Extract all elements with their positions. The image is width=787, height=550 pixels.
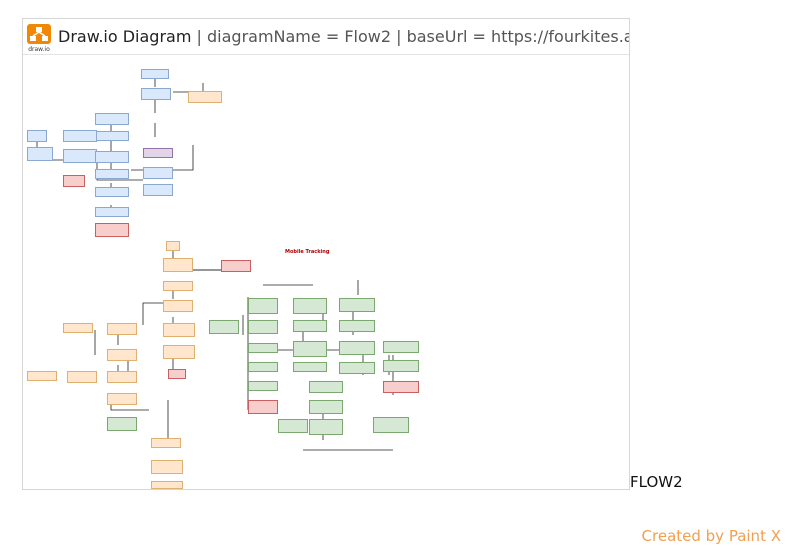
node-g-15 [248,381,278,391]
node-stop-1 [63,175,85,187]
node-mid-1 [95,151,129,163]
node-o-1 [163,258,193,272]
node-check [141,88,171,100]
node-o-left-3 [107,349,137,361]
node-o-stop-2 [168,369,186,379]
node-g-6 [339,320,375,332]
node-notification [188,91,222,103]
node-o-left-6 [107,393,137,405]
node-g-17 [309,400,343,414]
node-mid-2 [95,169,129,179]
node-g-14 [383,360,419,372]
node-o-bottom-3 [151,481,183,489]
title-separator: | [196,27,202,46]
node-o-4 [163,323,195,337]
node-left-d [63,149,97,163]
node-g-3 [339,298,375,312]
node-o-start [166,241,180,251]
node-o-left-2 [107,323,137,335]
node-o-bottom-1 [151,438,181,448]
node-left-b [63,130,97,142]
node-g-2 [293,298,327,314]
node-process-2 [95,131,129,141]
header-divider [23,54,629,55]
node-o-left-5 [107,371,137,383]
diagram-canvas[interactable]: Mobile Tracking [23,55,629,489]
node-g-1 [248,298,278,314]
caption-flow2: FLOW2 [630,473,683,491]
node-mid-4 [143,184,173,196]
drawio-logo: draw.io [27,24,51,53]
node-o-2 [163,281,193,291]
node-process-1 [95,113,129,125]
node-o-left-1 [63,323,93,333]
node-o-bottom-2 [151,460,183,474]
svg-text:draw.io: draw.io [28,46,50,53]
node-left-c [27,147,53,161]
node-o-3 [163,300,193,312]
diagram-title: Draw.io Diagram | diagramName = Flow2 | … [58,27,629,46]
node-g-12 [293,362,327,372]
mobile-tracking-title: Mobile Tracking [285,249,330,255]
node-g-10 [383,341,419,353]
node-g-left [209,320,239,334]
node-o-green [107,417,137,431]
node-api [143,148,173,158]
node-stop-2 [95,223,129,237]
node-start [141,69,169,79]
node-o-stop [221,260,251,272]
diagram-name-param: diagramName = Flow2 [207,27,392,46]
embedded-diagram-frame: draw.io Draw.io Diagram | diagramName = … [22,18,630,490]
app-title: Draw.io Diagram [58,27,192,46]
node-g-5 [293,320,327,332]
node-left-a [27,130,47,142]
credit-text: Created by Paint X [641,527,781,545]
base-url-param: baseUrl = https://fourkites.atlass [406,27,629,46]
node-o-left-4 [67,371,97,383]
node-mid-6 [95,207,129,217]
node-g-18 [278,419,308,433]
node-g-13 [339,362,375,374]
node-g-9 [339,341,375,355]
node-mid-3 [143,167,173,179]
node-g-11 [248,362,278,372]
node-o-5 [163,345,195,359]
node-g-7 [248,343,278,353]
node-g-stop-2 [248,400,278,414]
node-g-stop [383,381,419,393]
title-separator-2: | [396,27,402,46]
node-g-16 [309,381,343,393]
node-mid-5 [95,187,129,197]
node-g-8 [293,341,327,357]
node-g-20 [373,417,409,433]
node-g-4 [248,320,278,334]
node-o-far-left [27,371,57,381]
diagram-header: draw.io Draw.io Diagram | diagramName = … [23,19,629,55]
node-g-19 [309,419,343,435]
